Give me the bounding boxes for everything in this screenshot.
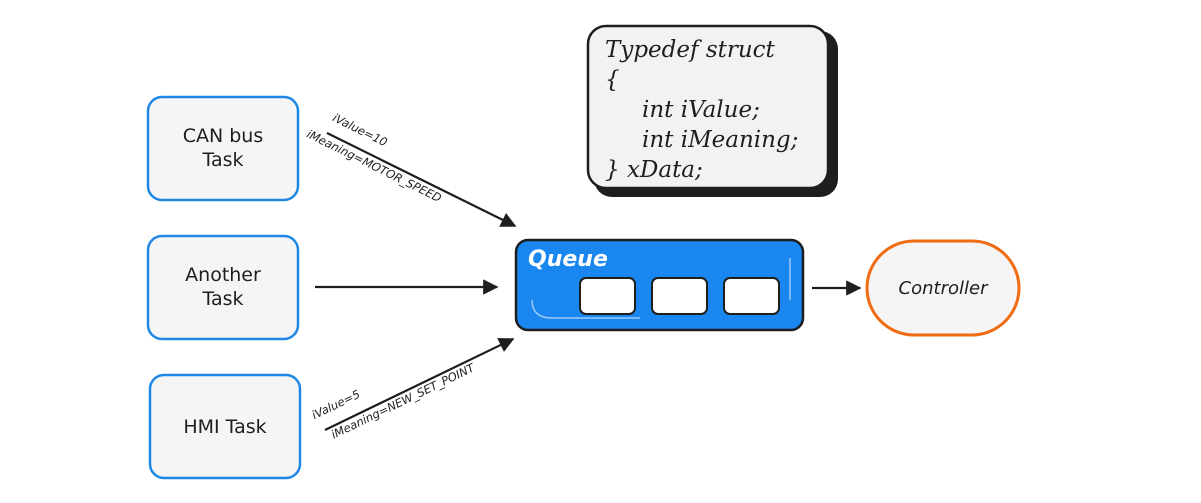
struct-line-3: int iValue; <box>642 97 760 123</box>
hmi-to-queue-arrow <box>324 338 515 431</box>
hmi-task-label: HMI Task <box>183 416 266 438</box>
can-bus-task-line2: Task <box>201 149 243 171</box>
can-bus-task-line1: CAN bus <box>183 125 264 147</box>
can-bus-task-node: CAN bus Task <box>146 95 300 202</box>
queue-slot <box>723 277 780 315</box>
queue-highlight <box>531 299 640 319</box>
controller-label: Controller <box>899 278 990 299</box>
controller-node: Controller <box>865 239 1021 337</box>
can-to-queue-arrow <box>326 132 517 227</box>
hmi-task-node: HMI Task <box>148 373 302 480</box>
queue-slot <box>579 277 636 315</box>
struct-definition-box: Typedef struct { int iValue; int iMeanin… <box>586 24 838 197</box>
struct-line-5: } xData; <box>605 157 703 183</box>
queue-slot <box>651 277 708 315</box>
can-arrow-labels: iValue=10 iMeaning=MOTOR_SPEED <box>305 111 444 206</box>
struct-line-1: Typedef struct <box>605 37 776 63</box>
another-task-line1: Another <box>185 264 261 286</box>
struct-line-2: { <box>605 67 620 93</box>
another-task-line2: Task <box>201 288 243 310</box>
struct-line-4: int iMeaning; <box>642 127 798 153</box>
hmi-arrow-labels: iValue=5 iMeaning=NEW_SET_POINT <box>309 360 477 441</box>
another-task-node: Another Task <box>146 234 300 341</box>
queue-node: Queue <box>514 238 805 332</box>
queue-title: Queue <box>528 247 608 272</box>
